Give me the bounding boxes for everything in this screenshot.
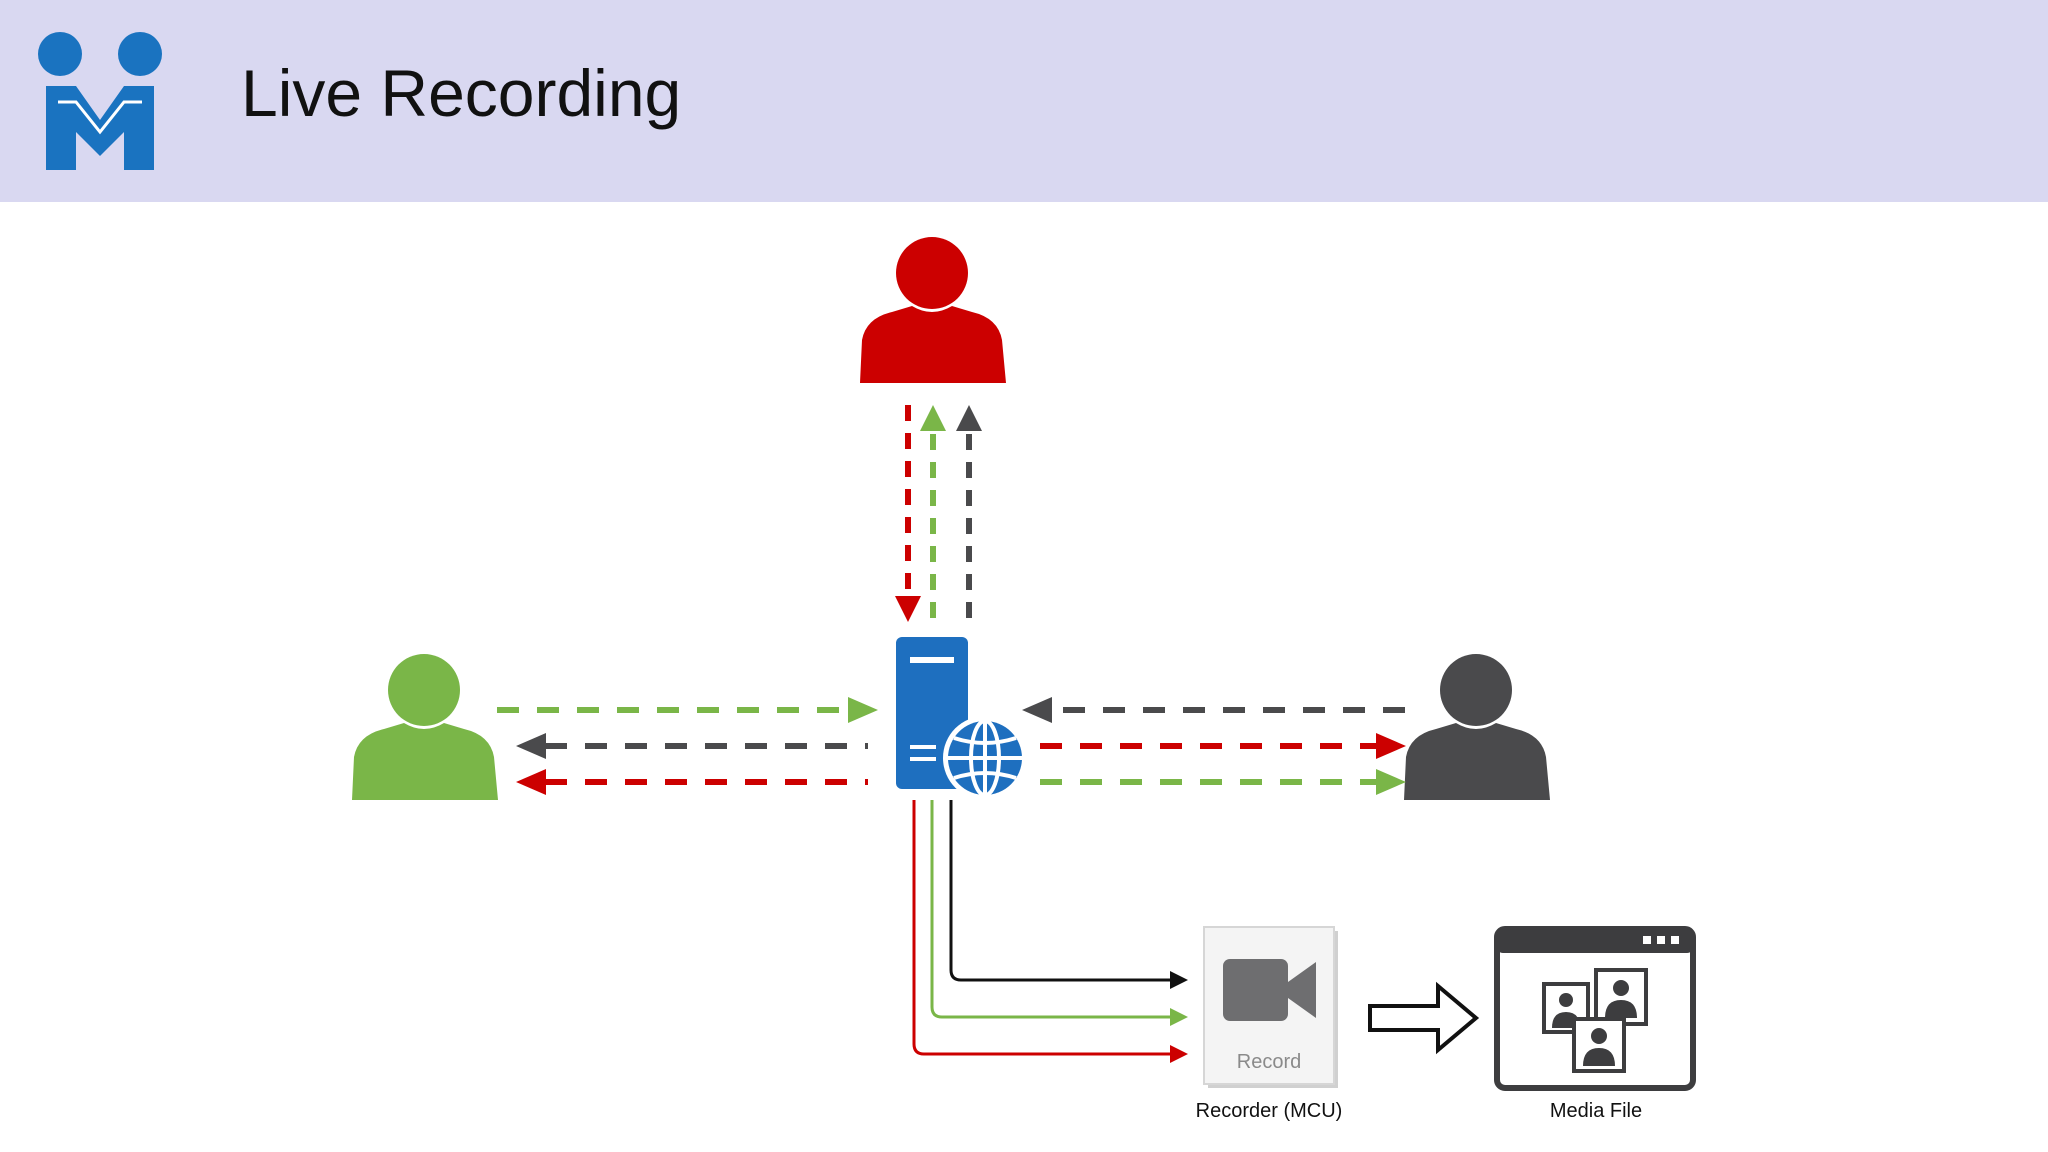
participants-m-logo-icon — [38, 32, 162, 170]
header-banner — [0, 0, 2048, 202]
top-user-icon — [860, 237, 1006, 383]
media-window-icon — [1494, 926, 1696, 1091]
recorder-mcu: Record — [1203, 926, 1338, 1088]
recorder-caption: Recorder (MCU) — [1196, 1100, 1343, 1122]
left-user-streams — [497, 697, 878, 795]
server-globe-icon — [896, 637, 1027, 800]
recorder-feed-lines — [912, 800, 1188, 1063]
left-user-icon — [352, 654, 498, 800]
right-user-streams — [1022, 697, 1406, 795]
video-camera-icon — [1223, 959, 1316, 1021]
right-user-icon — [1404, 654, 1550, 800]
top-user-streams — [895, 405, 982, 622]
media-file-caption: Media File — [1550, 1100, 1642, 1122]
record-button-label[interactable]: Record — [1237, 1051, 1301, 1073]
page-title: Live Recording — [241, 56, 682, 130]
hollow-right-arrow-icon — [1368, 981, 1480, 1055]
